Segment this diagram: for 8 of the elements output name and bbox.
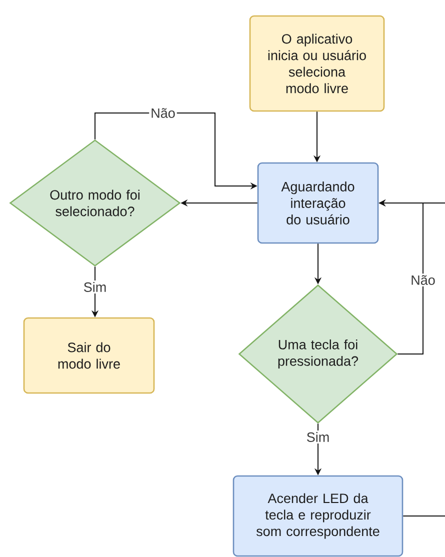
terminal-box: Sair do modo livre bbox=[23, 317, 155, 394]
edge-label: Não bbox=[149, 106, 177, 120]
edge-label: Sim bbox=[82, 280, 108, 294]
process-box: Acender LED da tecla e reproduzir som correspondente bbox=[232, 475, 404, 557]
edge-label: Sim bbox=[304, 430, 332, 444]
terminal-box: O aplicativo inicia ou usuário seleciona modo livre bbox=[249, 15, 385, 112]
edge-label: Não bbox=[409, 274, 437, 286]
process-box: Aguardando interação do usuário bbox=[257, 162, 379, 244]
